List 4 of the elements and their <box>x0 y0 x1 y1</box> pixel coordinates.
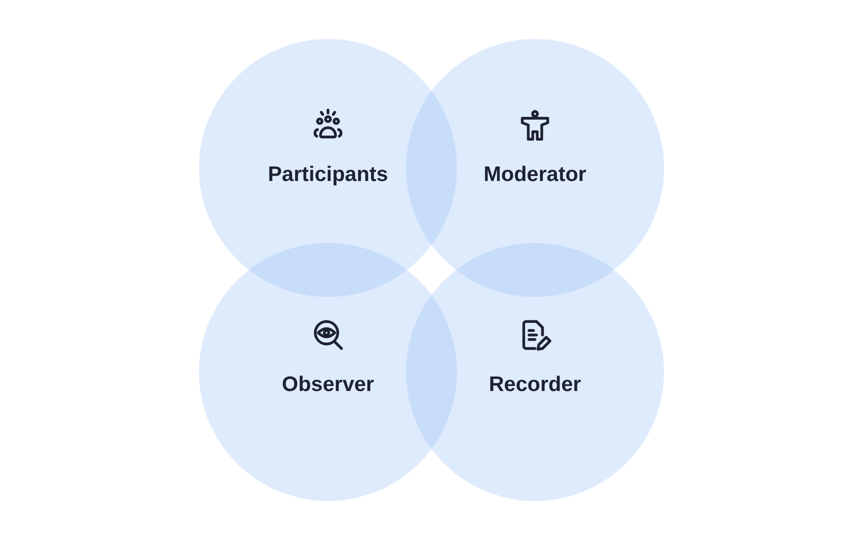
circle-label: Participants <box>266 162 390 188</box>
circle-label: Recorder <box>488 372 582 398</box>
circle-label: Moderator <box>482 162 588 188</box>
circle-label: Observer <box>280 372 376 398</box>
